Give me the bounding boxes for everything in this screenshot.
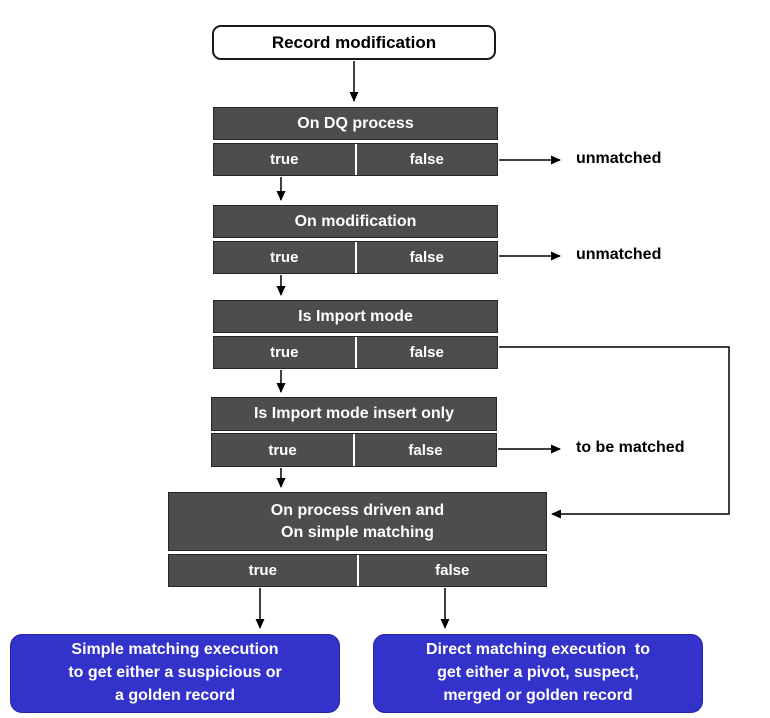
decision-on-dq-process: On DQ process bbox=[213, 107, 498, 140]
branch-false: false bbox=[435, 562, 470, 579]
decision-is-import-mode-insert-only: Is Import mode insert only bbox=[211, 397, 497, 431]
terminal-simple-matching: Simple matching execution to get either … bbox=[10, 634, 340, 713]
decision-on-process-driven-branches: true false bbox=[168, 554, 547, 587]
decision-label: On modification bbox=[294, 212, 417, 230]
branch-divider bbox=[353, 434, 355, 466]
branch-false: false bbox=[409, 151, 444, 168]
start-node-label: Record modification bbox=[271, 32, 437, 52]
branch-true: true bbox=[268, 441, 297, 459]
decision-label: On DQ process bbox=[297, 114, 414, 132]
branch-true: true bbox=[270, 151, 299, 168]
outcome-unmatched-1: unmatched bbox=[576, 150, 662, 167]
decision-is-import-mode-insert-only-branches: true false bbox=[211, 433, 497, 467]
branch-true: true bbox=[248, 562, 277, 579]
decision-is-import-mode: Is Import mode bbox=[213, 300, 498, 333]
branch-divider bbox=[356, 555, 359, 586]
branch-true: true bbox=[270, 249, 299, 266]
arrow-importmode-false-to-processdriven bbox=[499, 346, 730, 519]
decision-on-modification: On modification bbox=[213, 205, 498, 238]
terminal-direct-matching: Direct matching execution to get either … bbox=[373, 634, 703, 713]
terminal-line: Simple matching execution bbox=[71, 641, 279, 659]
decision-on-dq-process-branches: true false bbox=[213, 143, 498, 176]
terminal-line: merged or golden record bbox=[443, 686, 633, 704]
branch-divider bbox=[354, 144, 357, 175]
decision-on-process-driven-simple-matching: On process driven and On simple matching bbox=[168, 492, 547, 551]
terminal-line: to get either a suspicious or bbox=[68, 664, 282, 682]
terminal-line: Direct matching execution to bbox=[425, 641, 651, 659]
branch-divider bbox=[354, 337, 357, 368]
branch-false: false bbox=[408, 441, 443, 459]
decision-label-line1: On process driven and bbox=[270, 501, 445, 519]
branch-true: true bbox=[270, 344, 299, 361]
outcome-to-be-matched: to be matched bbox=[576, 439, 685, 456]
decision-label-line2: On simple matching bbox=[281, 523, 434, 541]
decision-label: Is Import mode insert only bbox=[253, 405, 455, 423]
start-node: Record modification bbox=[212, 25, 496, 60]
terminal-line: get either a pivot, suspect, bbox=[437, 664, 639, 682]
branch-false: false bbox=[409, 344, 444, 361]
branch-false: false bbox=[409, 249, 444, 266]
terminal-line: a golden record bbox=[114, 686, 236, 704]
decision-label: Is Import mode bbox=[298, 307, 413, 325]
outcome-unmatched-2: unmatched bbox=[576, 246, 662, 263]
branch-divider bbox=[354, 242, 357, 273]
decision-is-import-mode-branches: true false bbox=[213, 336, 498, 369]
decision-on-modification-branches: true false bbox=[213, 241, 498, 274]
